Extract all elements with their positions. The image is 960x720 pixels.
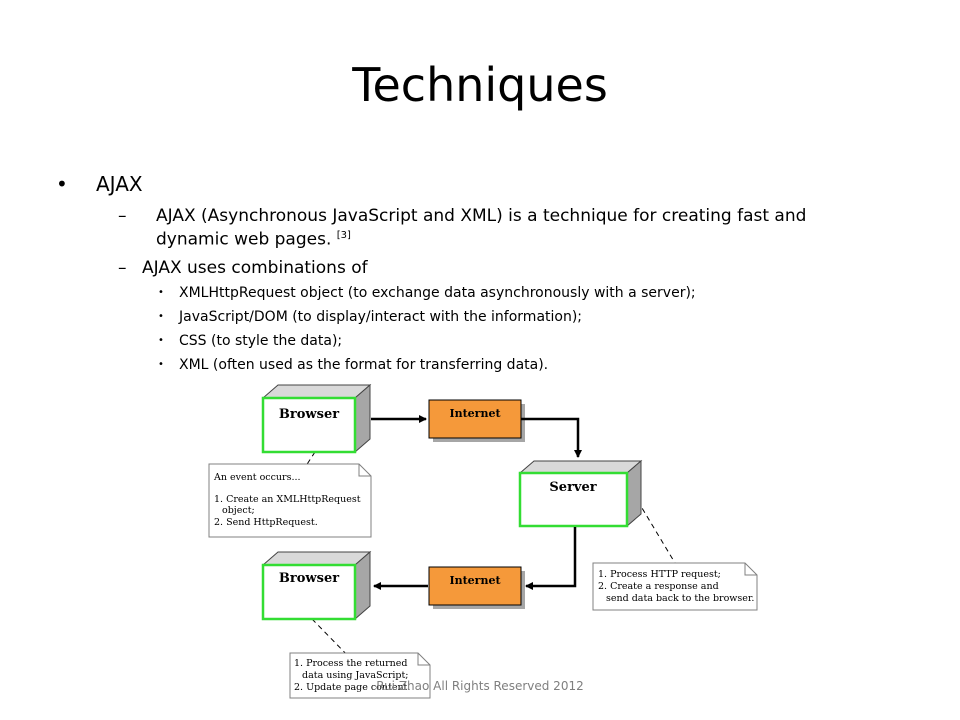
browser-bottom-top-face <box>261 551 372 566</box>
bullet-dot-icon: • <box>158 287 164 298</box>
connector-process <box>311 618 356 664</box>
internet-bottom-node: Internet <box>428 566 525 609</box>
browser-bottom-front <box>261 563 357 621</box>
internet-top-node: Internet <box>428 399 525 442</box>
note-server-line: 2. Create a response and <box>598 581 719 592</box>
note-process: 1. Process the returned data using JavaS… <box>289 652 431 699</box>
bullet-level3-text: CSS (to style the data); <box>179 333 343 349</box>
note-process-line: 2. Update page content. <box>294 682 410 693</box>
bullet-list: • AJAX – AJAX (Asynchronous JavaScript a… <box>56 172 858 373</box>
bullet-level3-text: JavaScript/DOM (to display/interact with… <box>179 309 583 325</box>
bullet-level3-text: XMLHttpRequest object (to exchange data … <box>179 285 696 301</box>
bullet-dot-icon: • <box>56 172 68 196</box>
note-event-line: 2. Send HttpRequest. <box>214 517 318 528</box>
browser-bottom-node: Browser <box>261 550 372 621</box>
note-event-line: An event occurs... <box>213 472 301 483</box>
bullet-level2-definition-text: AJAX (Asynchronous JavaScript and XML) i… <box>156 206 858 250</box>
internet-top-box <box>428 399 522 439</box>
connector-server <box>632 492 679 569</box>
dash-icon: – <box>118 258 127 278</box>
bullet-level2-combinations-text: AJAX uses combinations of <box>142 258 368 278</box>
browser-top-node: Browser <box>261 383 372 454</box>
server-side-face <box>626 459 642 528</box>
note-server: 1. Process HTTP request; 2. Create a res… <box>592 562 758 611</box>
note-event-shape <box>208 463 372 538</box>
browser-top-front <box>261 396 357 454</box>
note-event-fold <box>358 464 371 477</box>
slide-title: Techniques <box>352 58 608 112</box>
reference-mark: [3] <box>336 230 351 241</box>
bullet-dot-icon: • <box>158 311 164 322</box>
browser-top-label: Browser <box>279 407 339 422</box>
note-event-line: 1. Create an XMLHttpRequest <box>214 494 361 505</box>
bullet-level1-text: AJAX <box>96 172 143 196</box>
server-node: Server <box>518 459 643 528</box>
note-server-line: 1. Process HTTP request; <box>598 569 721 580</box>
bullet-level3-text: XML (often used as the format for transf… <box>179 357 549 373</box>
note-server-shape <box>592 562 758 611</box>
server-top-face <box>518 460 643 474</box>
note-server-fold <box>744 563 757 576</box>
definition-text: AJAX (Asynchronous JavaScript and XML) i… <box>156 206 807 250</box>
slide-footer: Rui Zhao All Rights Reserved 2012 <box>376 679 584 693</box>
note-process-fold <box>417 653 430 666</box>
note-process-shape <box>289 652 431 699</box>
bullet-dot-icon: • <box>158 335 164 346</box>
note-server-line: send data back to the browser. <box>606 593 754 604</box>
server-label: Server <box>549 480 596 495</box>
note-event: An event occurs... 1. Create an XMLHttpR… <box>208 463 372 538</box>
browser-top-top-face <box>261 384 372 399</box>
note-process-line: 1. Process the returned <box>294 658 408 669</box>
dash-icon: – <box>118 206 127 226</box>
bullet-dot-icon: • <box>158 359 164 370</box>
arrow-internet-to-server <box>521 417 582 458</box>
server-front <box>518 471 629 528</box>
internet-top-label: Internet <box>449 407 501 420</box>
internet-bottom-box <box>428 566 522 606</box>
note-event-line: object; <box>222 505 255 516</box>
browser-bottom-label: Browser <box>279 571 339 586</box>
internet-bottom-label: Internet <box>449 574 501 587</box>
arrow-server-to-internet <box>525 527 577 590</box>
flow-arrows <box>371 415 582 590</box>
note-process-line: data using JavaScript; <box>302 670 409 681</box>
